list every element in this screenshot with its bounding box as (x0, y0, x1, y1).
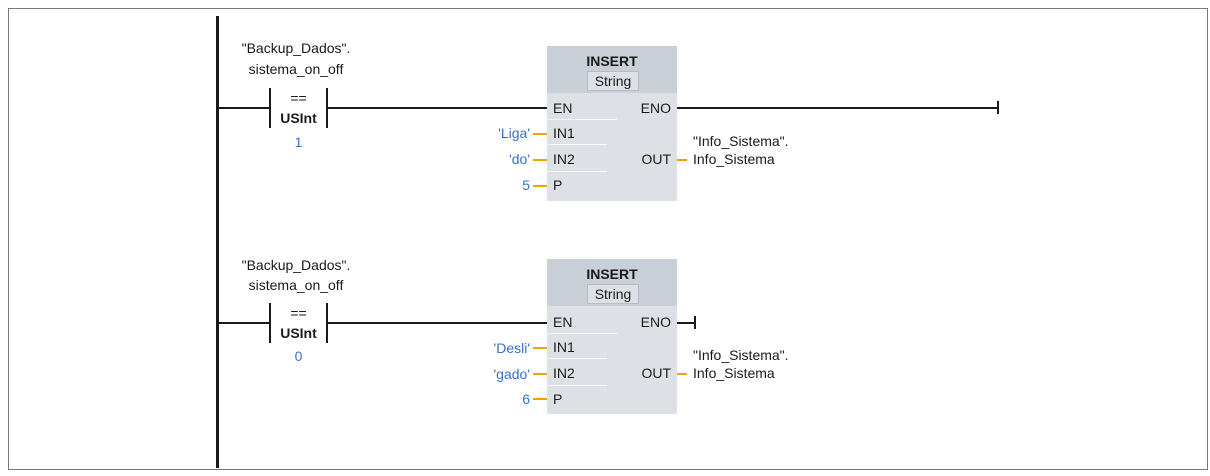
contact-left-bar (269, 88, 271, 128)
contact-compare-value[interactable]: 0 (294, 348, 303, 364)
in1-connector (533, 133, 547, 135)
block-name: INSERT (586, 53, 638, 69)
out-operand-line1[interactable]: "Info_Sistema". (693, 133, 789, 149)
wire-end-marker (997, 101, 999, 114)
wire (328, 107, 547, 109)
contact-left-bar (269, 303, 271, 343)
block-separator (547, 385, 607, 386)
in1-connector (533, 347, 547, 349)
out-operand-line1[interactable]: "Info_Sistema". (693, 347, 789, 363)
p-connector (533, 185, 547, 187)
block-separator (547, 119, 617, 120)
insert-block[interactable]: INSERT String EN ENO IN1 IN2 OUT P (547, 259, 677, 414)
contact-tag-line1: "Backup_Dados". (241, 40, 351, 56)
contact-type: USInt (280, 110, 317, 126)
contact-tag-line1: "Backup_Dados". (241, 257, 351, 273)
wire-end-marker (694, 316, 696, 329)
contact-compare-value[interactable]: 1 (294, 134, 303, 150)
power-rail (216, 16, 219, 468)
block-separator (547, 333, 617, 334)
in2-connector (533, 373, 547, 375)
contact-right-bar (326, 88, 328, 128)
pin-out: OUT (641, 365, 671, 381)
out-operand-line2[interactable]: Info_Sistema (693, 151, 775, 167)
contact-tag-line2: sistema_on_off (248, 61, 344, 77)
pin-in2: IN2 (553, 365, 575, 381)
in2-connector (533, 159, 547, 161)
wire (219, 107, 269, 109)
contact-right-bar (326, 303, 328, 343)
in1-operand[interactable]: 'Liga' (498, 125, 530, 141)
block-separator (547, 144, 607, 145)
p-operand[interactable]: 5 (522, 177, 530, 193)
in2-operand[interactable]: 'gado' (493, 366, 531, 382)
contact-operator: == (290, 90, 307, 106)
out-connector (677, 373, 687, 375)
p-connector (533, 398, 547, 400)
contact-operator: == (290, 305, 307, 321)
pin-p: P (553, 177, 563, 193)
pin-p: P (553, 391, 563, 407)
in2-operand[interactable]: 'do' (509, 151, 530, 167)
block-type-selector[interactable]: String (587, 71, 639, 91)
pin-eno: ENO (640, 100, 671, 116)
in1-operand[interactable]: 'Desli' (493, 340, 530, 356)
block-name: INSERT (586, 266, 638, 282)
pin-en: EN (553, 314, 573, 330)
out-operand-line2[interactable]: Info_Sistema (693, 365, 775, 381)
block-separator (547, 171, 607, 172)
pin-en: EN (553, 100, 573, 116)
pin-in1: IN1 (553, 339, 575, 355)
pin-out: OUT (641, 151, 671, 167)
eno-wire (677, 322, 695, 324)
block-type-selector[interactable]: String (587, 284, 639, 304)
contact-type: USInt (280, 325, 317, 341)
block-separator (547, 358, 607, 359)
wire (219, 322, 269, 324)
insert-block[interactable]: INSERT String EN ENO IN1 IN2 OUT P (547, 46, 677, 201)
eno-wire (677, 107, 998, 109)
p-operand[interactable]: 6 (522, 391, 530, 407)
pin-in2: IN2 (553, 151, 575, 167)
out-connector (677, 159, 687, 161)
pin-in1: IN1 (553, 125, 575, 141)
wire (328, 322, 547, 324)
ladder-editor-frame (8, 8, 1208, 470)
pin-eno: ENO (640, 314, 671, 330)
contact-tag-line2: sistema_on_off (248, 277, 344, 293)
